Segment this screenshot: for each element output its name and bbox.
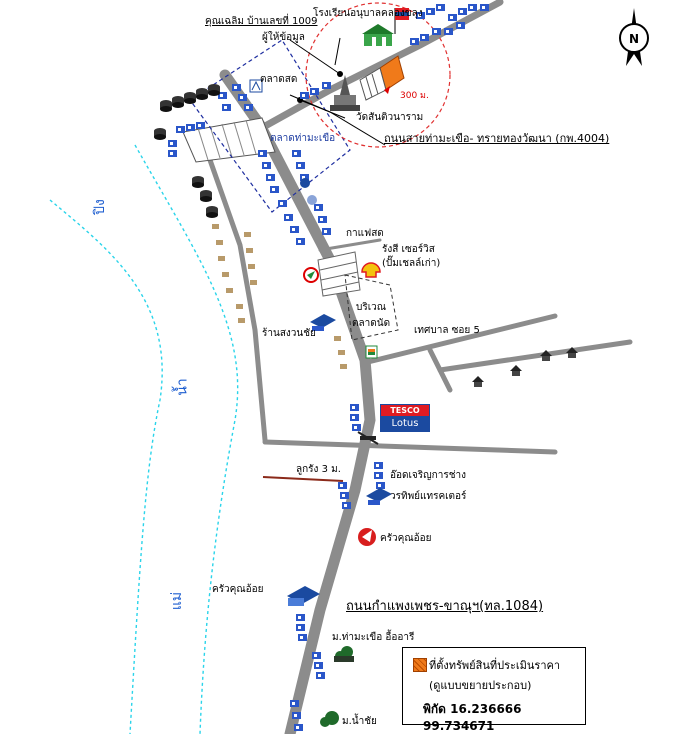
cafe-icon bbox=[303, 267, 319, 283]
legend-box: ที่ตั้งทรัพย์สินที่ประเมินราคา (ดูแบบขยา… bbox=[402, 647, 586, 733]
label-lukrang: ลูกรัง 3 ม. bbox=[296, 464, 341, 475]
gas-icons bbox=[300, 178, 317, 205]
road-soi5 bbox=[365, 313, 558, 365]
label-auto-shop: อ๊อดเจริญการช่าง bbox=[390, 470, 467, 481]
road-small-north bbox=[318, 238, 382, 252]
label-village1: ม.ท่ามะเขือ อื้ออารี bbox=[332, 632, 415, 643]
legend-line2: (ดูแบบขยายประกอบ) bbox=[429, 679, 532, 692]
tractor-shop-icon bbox=[366, 488, 392, 505]
market-icons bbox=[249, 79, 263, 93]
label-river-ping: ปิง bbox=[91, 199, 108, 215]
label-road-1084: ถนนกำแพงเพชร-ขาณุฯ(ทล.1084) bbox=[346, 599, 544, 614]
market-dashed-zone bbox=[189, 39, 351, 213]
label-informant: ผู้ให้ข้อมูล bbox=[262, 32, 305, 43]
label-market-mid: ตลาดท่ามะเขือ bbox=[270, 133, 336, 144]
shell-icon bbox=[361, 262, 381, 278]
north-arrow-icon: N bbox=[619, 8, 649, 66]
label-market-top: ตลาดสด bbox=[260, 74, 298, 85]
7eleven-icon bbox=[365, 345, 378, 359]
bridge-icon bbox=[357, 431, 379, 445]
label-village2: ม.น้ำชัย bbox=[342, 716, 377, 727]
label-river-mae: แม่ bbox=[169, 591, 186, 611]
label-tractor: วรทิพย์แทรคเตอร์ bbox=[390, 491, 467, 502]
shop-sanguan-icon bbox=[310, 314, 336, 331]
label-road-4004: ถนนสายท่ามะเขือ- ทรายทองวัฒนา (กพ.4004) bbox=[384, 132, 610, 145]
market-area bbox=[182, 117, 276, 163]
label-temple: วัดสันติวนาราม bbox=[356, 112, 424, 123]
tesco-top: TESCO bbox=[381, 405, 429, 416]
label-soi5: เทศบาล ซอย 5 bbox=[414, 325, 480, 336]
label-area: บริเวณ bbox=[356, 302, 387, 313]
radius-300m-circle bbox=[305, 2, 451, 148]
river-bank-east bbox=[134, 144, 239, 734]
legend-coords: พิกัด 16.236666 99.734671 bbox=[423, 702, 522, 733]
legend-swatch bbox=[413, 658, 427, 672]
lukrang-road bbox=[262, 476, 344, 482]
label-school: โรงเรียนอนุบาลคลองขลุง bbox=[313, 8, 423, 19]
label-restaurant-l: ครัวคุณอ้อย bbox=[212, 584, 264, 595]
label-distance: 300 ม. bbox=[400, 91, 429, 101]
label-restaurant-r: ครัวคุณอ้อย bbox=[380, 533, 432, 544]
road-soi5-c bbox=[427, 347, 453, 393]
river-bank-west bbox=[49, 199, 163, 734]
legend-line1: ที่ตั้งทรัพย์สินที่ประเมินราคา bbox=[429, 659, 561, 672]
label-area2: ตลาดนัด bbox=[352, 318, 391, 329]
temple-icon bbox=[330, 75, 360, 111]
tree-icons bbox=[320, 646, 354, 727]
west-building-icon bbox=[287, 586, 320, 606]
compass-n: N bbox=[629, 32, 639, 46]
label-shell: รังสี เซอร์วิส bbox=[382, 244, 435, 255]
road-soi5-b bbox=[437, 339, 633, 373]
road-west-loop bbox=[207, 157, 268, 443]
label-shell-sub: (ปั๊มเชลล์เก่า) bbox=[382, 258, 441, 269]
label-house: คุณเฉลิม บ้านเลขที่ 1009 bbox=[205, 16, 318, 27]
tesco-bottom: Lotus bbox=[381, 416, 429, 431]
school-icon bbox=[362, 8, 409, 46]
label-shop: ร้านสงวนชัย bbox=[262, 328, 316, 339]
label-cafe: กาแฟสด bbox=[346, 228, 384, 239]
restaurant-icon bbox=[358, 528, 376, 546]
tesco-lotus-logo: TESCO Lotus bbox=[380, 404, 430, 432]
distance-arrow bbox=[384, 86, 390, 94]
flea-market-dashed bbox=[344, 274, 399, 341]
label-river-water: น้ำ bbox=[174, 378, 191, 396]
tan-houses bbox=[212, 224, 347, 369]
road-cross bbox=[262, 439, 558, 455]
